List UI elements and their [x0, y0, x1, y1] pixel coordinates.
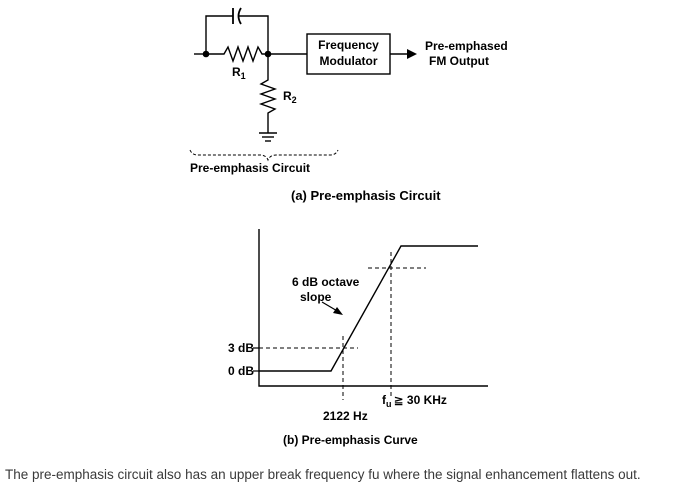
circuit-caption: (a) Pre-emphasis Circuit [291, 188, 441, 203]
response-curve [259, 245, 478, 372]
circuit-bracket-label: Pre-emphasis Circuit [190, 161, 310, 175]
modulator-label-line1: Frequency [318, 38, 379, 52]
r2-resistor [258, 54, 278, 133]
circuit-bracket [189, 149, 339, 162]
y-tick-0db: 0 dB [228, 364, 254, 378]
y-tick-3db: 3 dB [228, 341, 254, 355]
curve-caption: (b) Pre-emphasis Curve [283, 433, 418, 447]
capacitor-wire-left [205, 15, 233, 54]
f-low-label: 2122 Hz [323, 409, 368, 423]
description-paragraph: The pre-emphasis circuit also has an upp… [5, 467, 641, 482]
modulator-label-line2: Modulator [320, 54, 378, 68]
r1-resistor [206, 44, 268, 64]
r2-label: R2 [283, 89, 297, 105]
r1-label: R1 [232, 65, 246, 81]
slope-label-line2: slope [300, 290, 332, 304]
fu-label: fu≧ 30 KHz [382, 393, 447, 409]
output-label-line1: Pre-emphased [425, 39, 508, 53]
capacitor-plate-right [237, 7, 242, 25]
curve-axes [258, 229, 488, 387]
pre-emphasis-curve [253, 229, 488, 400]
slope-label-line1: 6 dB octave [292, 275, 360, 289]
pre-emphasis-circuit [189, 7, 417, 162]
capacitor-wire-right [239, 15, 269, 54]
output-label-line2: FM Output [429, 54, 489, 68]
